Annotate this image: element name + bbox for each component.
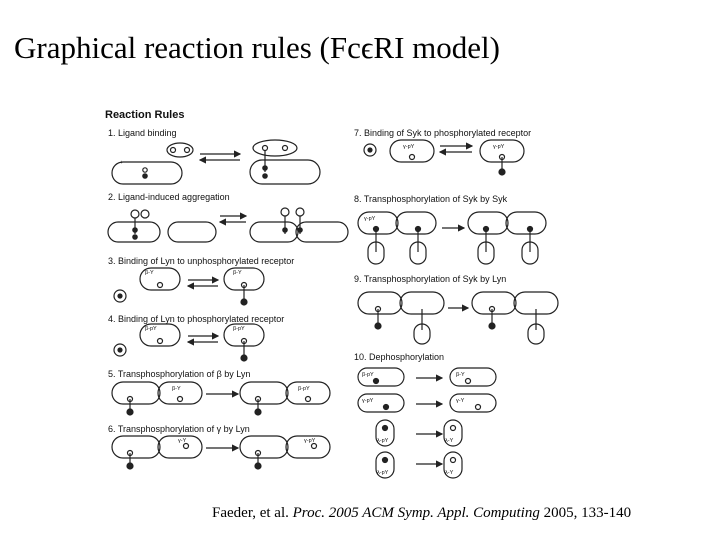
site-label-lambda-y-r10: λ-Y: [445, 438, 454, 444]
site-label-gamma-y-r10: γ-Y: [456, 398, 465, 404]
site-label-gamma-py-r7: γ-pY: [403, 144, 415, 150]
citation-authors: Faeder, et al.: [212, 505, 289, 521]
rule-4-diagram: [113, 323, 265, 362]
site-label-beta-py-r4: β-pY: [145, 326, 157, 332]
citation: Faeder, et al. Proc. 2005 ACM Symp. Appl…: [212, 505, 631, 522]
figure-heading: Reaction Rules: [105, 109, 184, 121]
site-label-beta-y-r5: β-Y: [172, 386, 181, 392]
slide-title: Graphical reaction rules (FcϵRI model): [14, 30, 500, 65]
site-label-beta-py-r5: β-pY: [298, 386, 310, 392]
site-label-beta-y-r3: β-Y: [145, 270, 154, 276]
rule-label-10: 10. Dephosphorylation: [354, 352, 444, 362]
rule-label-9: 9. Transphosphorylation of Syk by Lyn: [354, 274, 506, 284]
rule-label-7: 7. Binding of Syk to phosphorylated rece…: [354, 128, 531, 138]
rule-label-4: 4. Binding of Lyn to phosphorylated rece…: [108, 314, 284, 324]
site-label-gamma-y-r6: γ-Y: [178, 438, 187, 444]
site-label-lambda-py-r10b: λ-pY: [377, 470, 389, 476]
rule-3-diagram: [113, 267, 265, 306]
rule-7-diagram: [363, 139, 525, 176]
site-label-beta-py-r4-product: β-pY: [233, 326, 245, 332]
rule-label-1: 1. Ligand binding: [108, 128, 177, 138]
rule-label-3: 3. Binding of Lyn to unphosphorylated re…: [108, 256, 294, 266]
site-label-lambda-y-r10b: λ-Y: [445, 470, 454, 476]
site-label-gamma-py-r8: γ-pY: [364, 216, 376, 222]
site-label-beta-py-r10: β-pY: [362, 372, 374, 378]
rule-label-8: 8. Transphosphorylation of Syk by Syk: [354, 194, 508, 204]
site-label-beta-y-r10: β-Y: [456, 372, 465, 378]
site-label-gamma-py-r6: γ-pY: [304, 438, 316, 444]
reaction-rules-figure: Reaction Rules 1. Ligand binding 2. Liga…: [100, 102, 580, 480]
site-label-gamma-py-r7-product: γ-pY: [493, 144, 505, 150]
rule-5-diagram: [111, 381, 331, 416]
citation-journal: Proc. 2005 ACM Symp. Appl. Computing: [292, 505, 540, 521]
plus-sign-1: +: [120, 160, 123, 166]
rule-6-diagram: [111, 435, 331, 470]
rule-2-diagram: [107, 207, 349, 243]
site-label-lambda-py-r10: λ-pY: [377, 438, 389, 444]
rule-label-5: 5. Transphosphorylation of β by Lyn: [108, 369, 250, 379]
site-label-gamma-py-r10: γ-pY: [362, 398, 374, 404]
rule-9-diagram: [357, 291, 559, 345]
rule-label-2: 2. Ligand-induced aggregation: [108, 192, 230, 202]
rule-1-diagram: [111, 139, 321, 185]
rule-label-6: 6. Transphosphorylation of γ by Lyn: [108, 424, 250, 434]
rule-10-diagram: [357, 367, 497, 479]
rule-8-diagram: [357, 211, 547, 265]
citation-details: 2005, 133-140: [543, 505, 632, 521]
site-label-beta-y-r3-product: β-Y: [233, 270, 242, 276]
